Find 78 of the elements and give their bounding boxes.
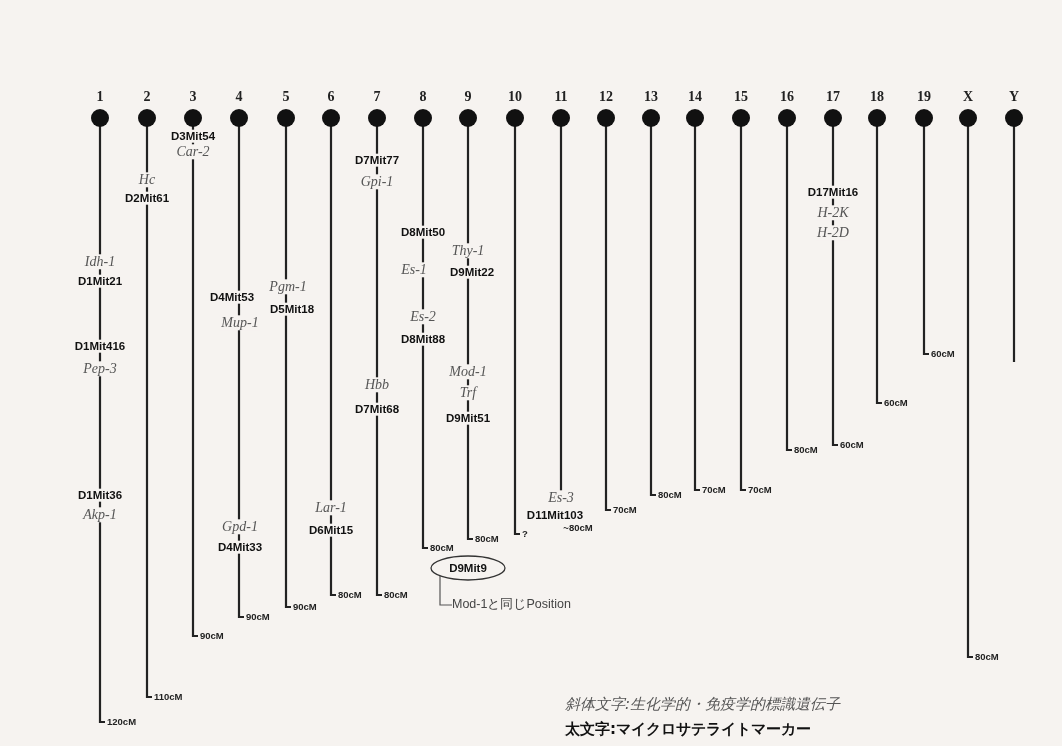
chromosome-number: 8: [418, 89, 428, 105]
marker-label: D17Mit16: [805, 185, 861, 199]
chromosome-number: 19: [916, 89, 932, 105]
length-label: 80cM: [793, 445, 819, 456]
length-label: 120cM: [106, 717, 138, 728]
chromosome-number: 5: [281, 89, 291, 105]
chromosome-number: 7: [372, 89, 382, 105]
gene-label: Pgm-1: [267, 279, 309, 295]
gene-label: Akp-1: [81, 507, 119, 523]
chromosome-number: 18: [869, 89, 885, 105]
marker-label: D4Mit53: [207, 290, 257, 304]
marker-ellipse: D9Mit9: [430, 555, 506, 581]
gene-label: Car-2: [174, 144, 212, 160]
chromosome-number: 2: [142, 89, 152, 105]
length-label: 70cM: [612, 505, 638, 516]
length-label: 60cM: [930, 349, 956, 360]
marker-label: D9Mit22: [447, 265, 497, 279]
length-label: 110cM: [153, 692, 184, 703]
length-label: 80cM: [337, 590, 363, 601]
marker-label: D8Mit88: [398, 332, 448, 346]
length-label: 80cM: [974, 652, 1000, 663]
chromosome-number: 11: [553, 89, 569, 105]
chromosome-number: 16: [779, 89, 795, 105]
leader-line: [439, 575, 453, 606]
gene-label: Es-2: [408, 309, 438, 325]
marker-label: D7Mit77: [352, 153, 402, 167]
marker-label: D2Mit61: [122, 191, 172, 205]
chromosome-number: 17: [825, 89, 841, 105]
gene-label: H-2K: [815, 205, 851, 221]
gene-label: Es-1: [399, 262, 429, 278]
marker-label: D11Mit103: [524, 508, 586, 522]
length-label: 90cM: [292, 602, 318, 613]
gene-label: Gpd-1: [220, 519, 260, 535]
marker-label: D1Mit21: [75, 274, 125, 288]
chromosome-number: 4: [234, 89, 244, 105]
marker-label: D4Mit33: [215, 540, 265, 554]
marker-label: D6Mit15: [306, 523, 356, 537]
chromosome-number: Y: [1007, 89, 1021, 105]
length-label: 70cM: [701, 485, 727, 496]
length-label: ?: [521, 529, 529, 540]
gene-label: Hbb: [362, 377, 392, 393]
gene-label: Mod-1: [447, 364, 489, 380]
gene-label: Lar-1: [313, 500, 349, 516]
chromosome-number: 9: [463, 89, 473, 105]
length-label: 70cM: [747, 485, 773, 496]
chromosome-number: 6: [326, 89, 336, 105]
marker-label: D9Mit51: [443, 411, 493, 425]
gene-label: Trf: [457, 385, 479, 401]
gene-label: Hc: [136, 172, 158, 188]
chromosome-number: X: [961, 89, 975, 105]
length-label: 60cM: [839, 440, 865, 451]
length-label: 80cM: [429, 543, 455, 554]
marker-label: D7Mit68: [352, 402, 402, 416]
length-label: ~80cM: [562, 522, 594, 534]
chromosome-number: 3: [188, 89, 198, 105]
length-label: 90cM: [245, 612, 271, 623]
length-label: 80cM: [474, 534, 500, 545]
length-label: 80cM: [383, 590, 409, 601]
length-label: 60cM: [883, 398, 909, 409]
marker-label: D1Mit416: [72, 339, 128, 353]
note-text: Mod-1と同じPosition: [452, 597, 571, 612]
marker-label: D3Mit54: [168, 129, 218, 143]
marker-label: D8Mit50: [398, 225, 448, 239]
length-label: 90cM: [199, 631, 225, 642]
chromosome-number: 13: [643, 89, 659, 105]
chromosome-number: 12: [598, 89, 614, 105]
chromosome-number: 1: [95, 89, 105, 105]
chromosome-number: 15: [733, 89, 749, 105]
gene-label: Mup-1: [219, 315, 261, 331]
marker-label: D1Mit36: [75, 488, 125, 502]
marker-label: D5Mit18: [267, 302, 317, 316]
chromosome-number: 14: [687, 89, 703, 105]
length-label: 80cM: [657, 490, 683, 501]
legend-text: 斜体文字:生化学的・免疫学的標識遺伝子: [564, 696, 842, 713]
gene-label: H-2D: [815, 225, 851, 241]
chromosome-number: 10: [507, 89, 523, 105]
legend-text: 太文字:マイクロサテライトマーカー: [564, 721, 812, 738]
gene-label: Pep-3: [81, 361, 119, 377]
